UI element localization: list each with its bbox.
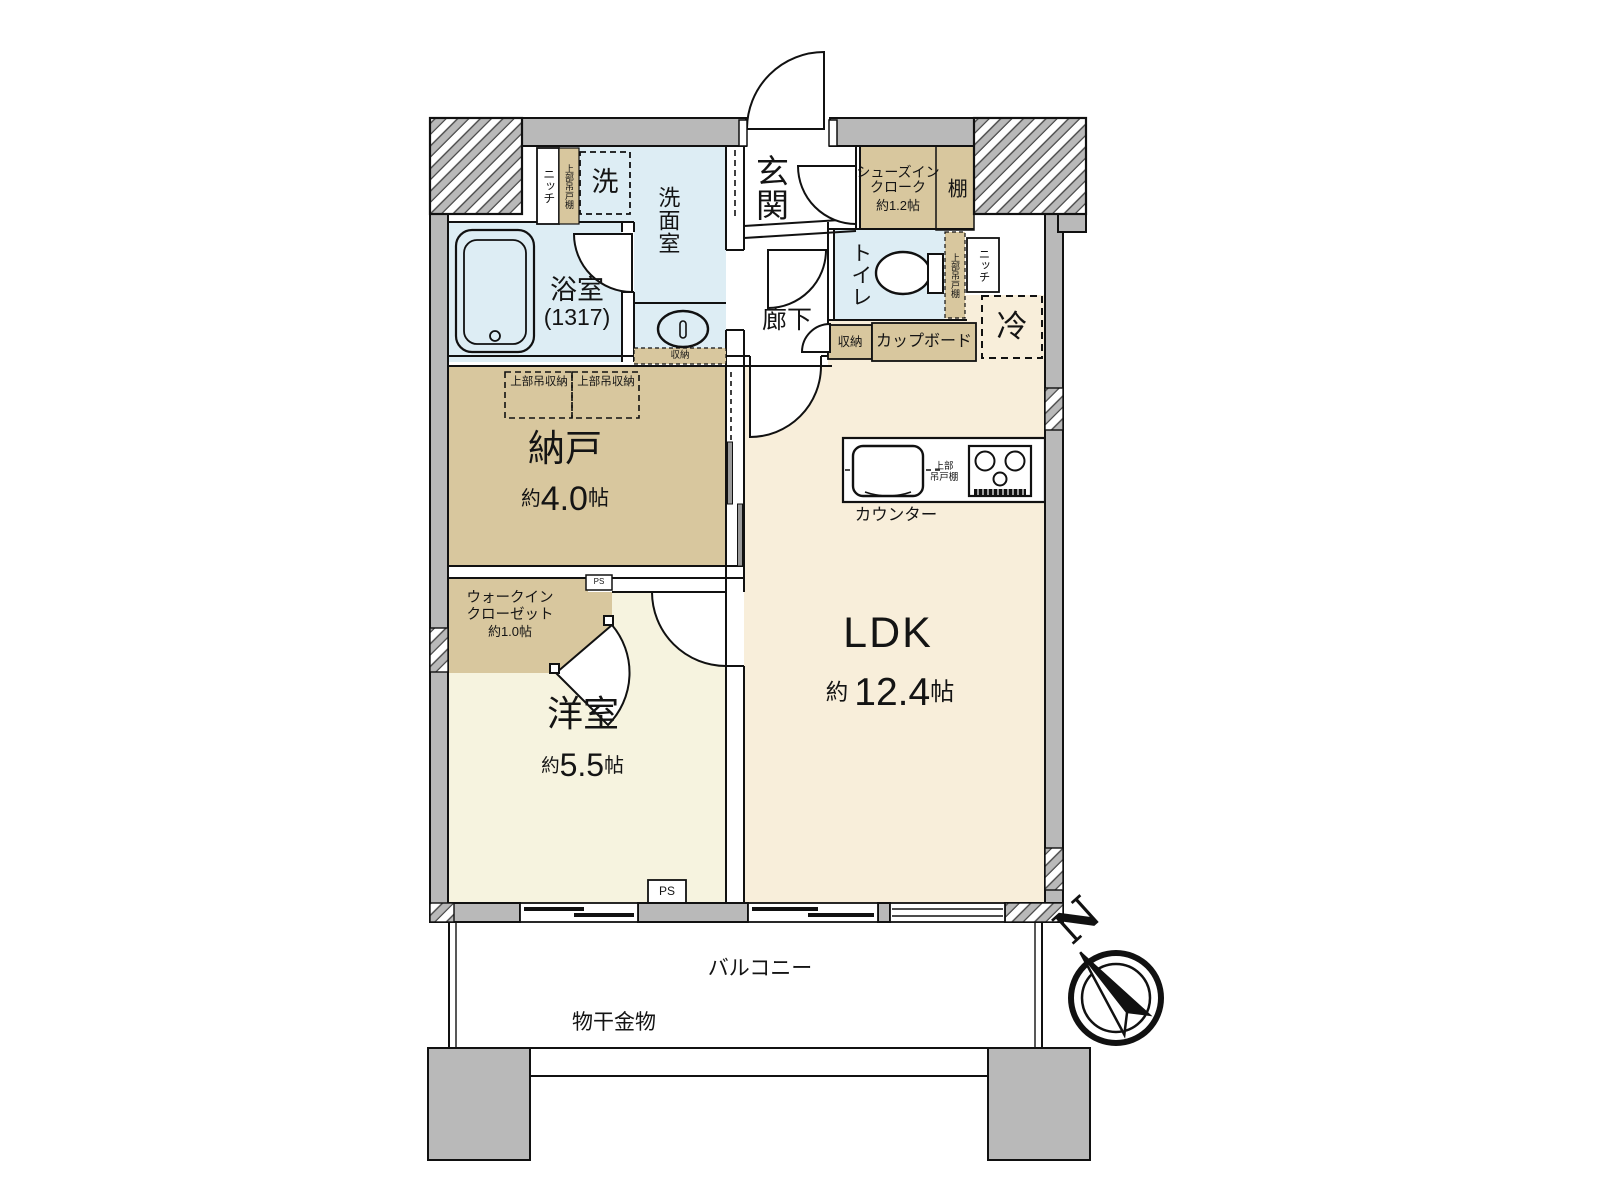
entrance-door-arc <box>745 50 825 130</box>
sic-door-arc <box>796 165 857 226</box>
stove-icon <box>967 444 1033 498</box>
nando-sliding-door <box>727 372 743 567</box>
balcony <box>427 922 1091 1161</box>
bathtub-icon <box>454 228 536 354</box>
washbasin-icon <box>656 309 710 349</box>
window-ldk-right <box>889 902 1006 923</box>
ldk-door-arc <box>749 365 823 439</box>
storage-boxes <box>504 147 1043 904</box>
kitchen-counter <box>841 436 1047 504</box>
door-swings <box>549 50 857 727</box>
washroom-door-arc <box>767 249 828 310</box>
bathroom-door-arc <box>572 233 633 294</box>
sink-icon <box>851 444 925 498</box>
window-yoshitsu <box>519 902 639 923</box>
toilet-door-arc <box>800 322 831 353</box>
toilet-icon <box>874 250 944 296</box>
pillars <box>428 116 1088 923</box>
windows <box>519 902 1006 923</box>
wic-door-arc <box>554 623 631 727</box>
yoshitsu-door-arc <box>650 591 727 668</box>
compass-icon: N <box>1043 886 1164 1046</box>
window-ldk-left <box>747 902 879 923</box>
